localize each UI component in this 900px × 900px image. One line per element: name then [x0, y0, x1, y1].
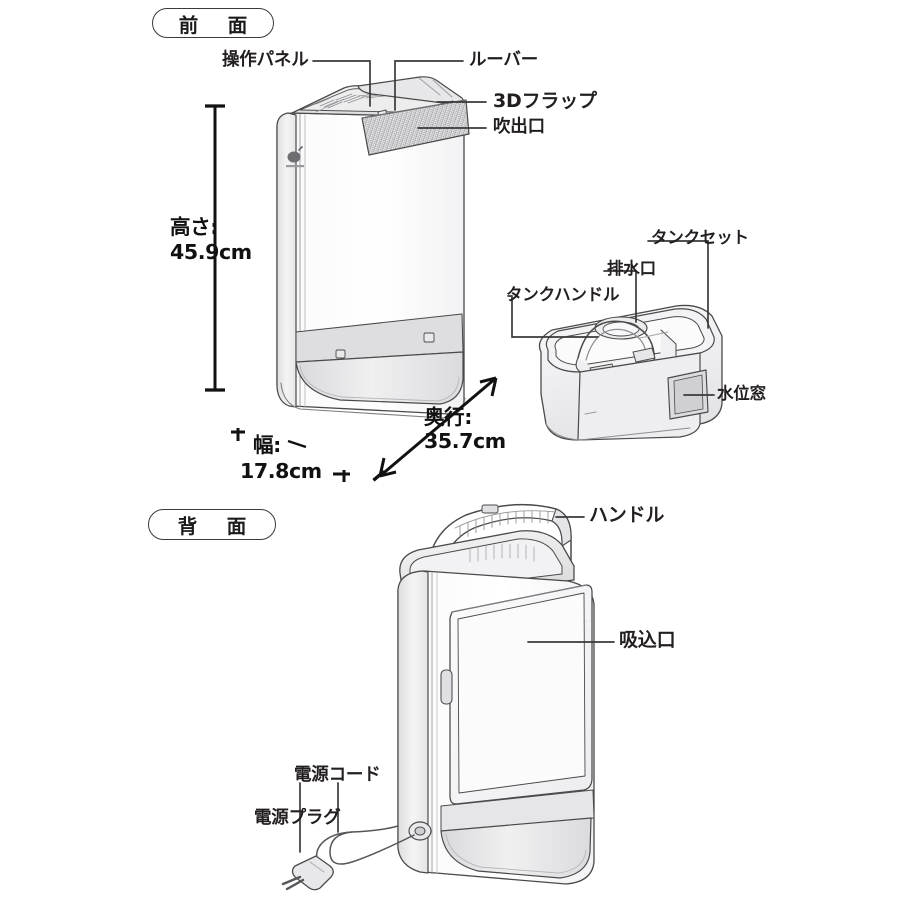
label-tank-handle: タンクハンドル	[506, 285, 620, 304]
section-badge-front: 前 面	[152, 8, 274, 38]
section-badge-back: 背 面	[148, 509, 276, 540]
leader-drain-port	[603, 270, 637, 323]
label-handle: ハンドル	[589, 504, 665, 526]
dimension-height: 高さ: 45.9cm	[170, 215, 252, 264]
label-water-level-window: 水位窓	[717, 384, 766, 403]
label-air-outlet: 吹出口	[493, 117, 545, 137]
back-unit-illustration	[281, 503, 595, 891]
filter-release-tab	[440, 669, 453, 705]
water-tank-illustration	[538, 304, 723, 441]
dimension-arrows	[205, 104, 498, 482]
dimension-height-label: 高さ:	[170, 215, 218, 239]
leader-tank-handle	[507, 295, 599, 338]
leader-control-panel	[312, 60, 371, 107]
leader-louver	[394, 60, 464, 111]
dimension-width-label: 幅:	[253, 433, 281, 457]
dimension-depth-label: 奥行:	[424, 405, 472, 429]
dimension-depth-value: 35.7cm	[424, 429, 506, 453]
label-3d-flap: 3Dフラップ	[493, 90, 597, 112]
label-louver: ルーバー	[469, 50, 539, 70]
leader-tank-set	[647, 240, 709, 329]
cord-anchor	[408, 821, 432, 841]
label-control-panel: 操作パネル	[222, 50, 309, 70]
power-cord-shape	[329, 825, 415, 865]
dimension-width-value: 17.8cm	[240, 459, 322, 483]
power-plug-shape	[281, 855, 334, 891]
label-tank-set: タンクセット	[651, 228, 749, 247]
brand-logo-mark	[286, 146, 304, 168]
dimension-height-value: 45.9cm	[170, 239, 252, 264]
label-power-plug: 電源プラグ	[254, 808, 341, 828]
label-air-intake: 吸込口	[619, 629, 676, 651]
depth-arrow-line	[379, 376, 497, 478]
rear-top-vent-detail	[469, 543, 535, 563]
label-drain-port: 排水口	[607, 259, 656, 278]
label-power-cord: 電源コード	[294, 765, 381, 785]
front-unit-illustration	[276, 76, 470, 419]
callout-leader-lines	[299, 60, 715, 853]
